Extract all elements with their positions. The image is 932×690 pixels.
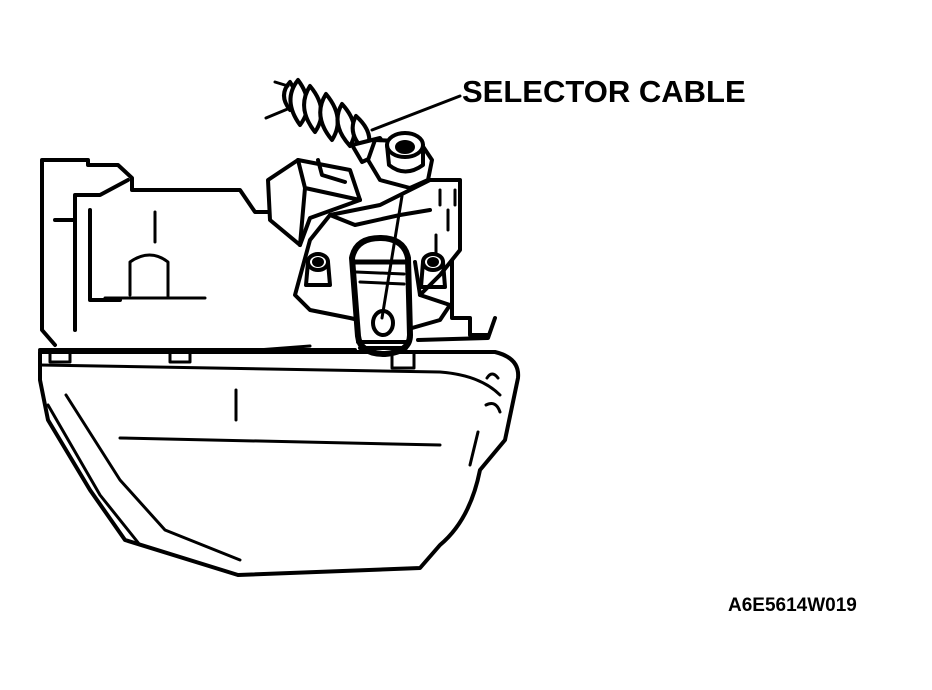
selector-lever <box>349 235 413 357</box>
figure-id-label: A6E5614W019 <box>728 595 857 616</box>
transmission-case <box>40 158 490 347</box>
connector-block <box>266 158 362 247</box>
oil-pan <box>38 350 521 577</box>
selector-cable-label: SELECTOR CABLE <box>462 74 746 109</box>
cable-to-lever-line <box>380 194 404 320</box>
mounting-stud-right <box>419 252 447 289</box>
selector-cable <box>264 78 434 190</box>
callout-leader-line <box>370 94 462 132</box>
mounting-stud-left <box>304 252 332 287</box>
pan-bolts <box>48 350 416 370</box>
